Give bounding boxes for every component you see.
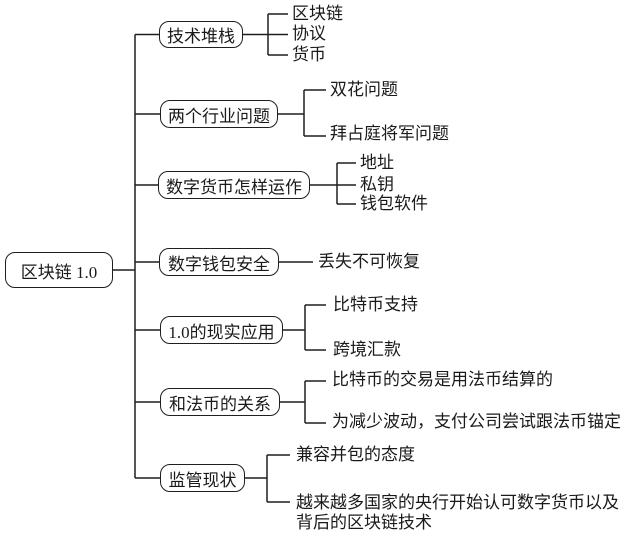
root-node: 区块链 1.0: [5, 252, 113, 288]
branch-real-world-apps-label: 1.0的现实应用: [168, 322, 275, 342]
root-node-label: 区块链 1.0: [20, 262, 98, 282]
leaf-bitcoin-support: 比特币支持: [333, 295, 418, 314]
branch-wallet-security: 数字钱包安全: [159, 248, 279, 276]
branch-regulation-status: 监管现状: [160, 464, 245, 492]
leaf-double-spend-problem: 双花问题: [330, 80, 398, 99]
branch-how-digital-currency-works: 数字货币怎样运作: [158, 171, 310, 199]
leaf-currency: 货币: [292, 45, 326, 64]
leaf-protocol: 协议: [292, 24, 326, 43]
branch-how-digital-currency-works-label: 数字货币怎样运作: [166, 177, 302, 197]
leaf-loss-irrecoverable: 丢失不可恢复: [318, 252, 420, 271]
branch-tech-stack-label: 技术堆栈: [167, 27, 235, 46]
branch-regulation-status-label: 监管现状: [168, 470, 237, 490]
branch-industry-problems: 两个行业问题: [160, 100, 278, 128]
branch-fiat-relationship-label: 和法币的关系: [169, 394, 271, 414]
branch-industry-problems-label: 两个行业问题: [168, 106, 270, 126]
leaf-central-bank-recognition: 越来越多国家的央行开始认可数字货币以及背后的区块链技术: [296, 493, 619, 532]
leaf-private-key: 私钥: [360, 175, 394, 194]
leaf-wallet-software: 钱包软件: [360, 194, 428, 213]
branch-tech-stack: 技术堆栈: [159, 21, 243, 48]
leaf-byzantine-generals: 拜占庭将军问题: [330, 124, 449, 143]
leaf-cross-border-remittance: 跨境汇款: [333, 340, 401, 359]
leaf-fiat-settlement: 比特币的交易是用法币结算的: [332, 370, 553, 389]
branch-wallet-security-label: 数字钱包安全: [168, 254, 270, 274]
leaf-inclusive-attitude: 兼容并包的态度: [296, 445, 415, 464]
leaf-fiat-peg: 为减少波动，支付公司尝试跟法币锚定: [332, 412, 621, 431]
leaf-address: 地址: [360, 153, 394, 172]
branch-real-world-apps: 1.0的现实应用: [160, 316, 283, 344]
leaf-blockchain: 区块链: [292, 4, 343, 23]
branch-fiat-relationship: 和法币的关系: [160, 388, 280, 416]
